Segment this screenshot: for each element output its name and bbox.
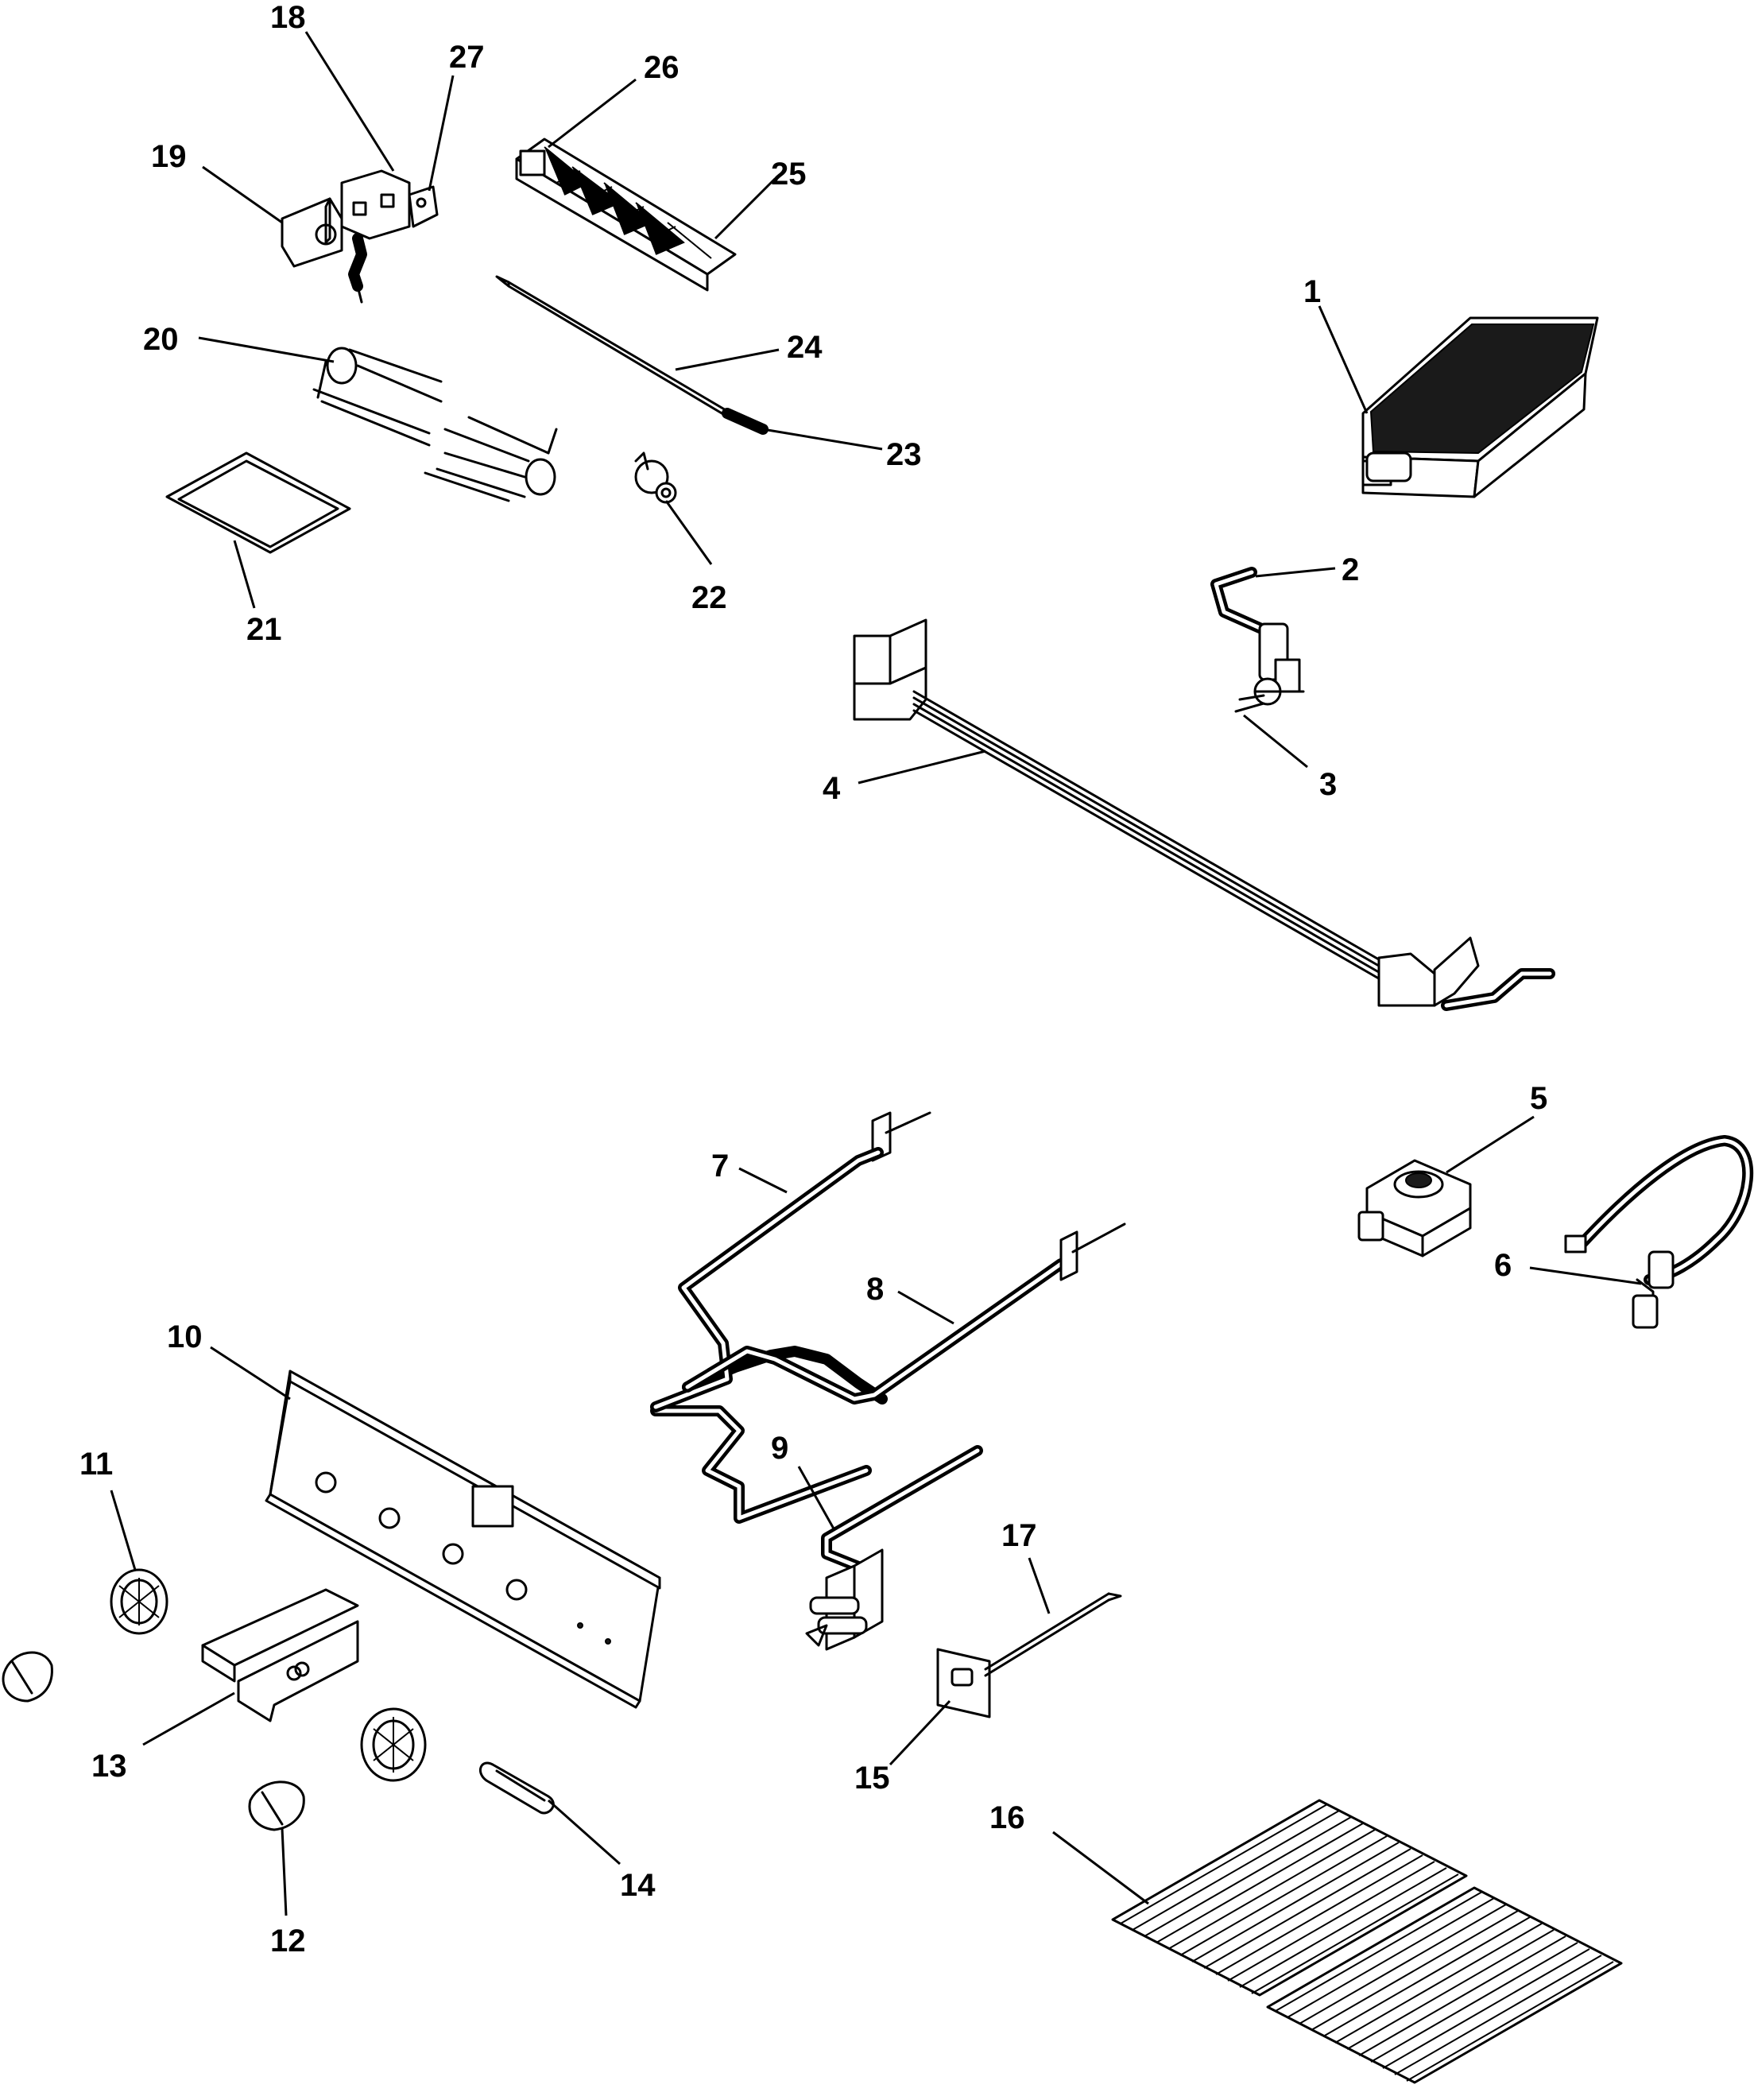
callout-21: 21 (246, 612, 282, 647)
leader-lines (110, 31, 1642, 1916)
part-18-motor-mount (340, 169, 411, 240)
callout-18: 18 (270, 0, 306, 35)
leader-25 (714, 177, 776, 240)
leader-6 (1529, 1266, 1642, 1285)
part-5-regulator (1357, 1159, 1472, 1257)
leader-7 (738, 1167, 788, 1194)
callout-6: 6 (1494, 1248, 1512, 1283)
part-23-spit-handle (722, 408, 769, 435)
part-19-motor-housing (281, 197, 343, 268)
leader-5 (1446, 1115, 1535, 1174)
callout-20: 20 (143, 322, 179, 357)
part-26-burner-clip (519, 149, 546, 176)
leader-8 (897, 1290, 954, 1325)
part-2-3-valve-fitting (1210, 567, 1305, 713)
part-24-spit-rod (495, 275, 733, 420)
part-21-drip-pan (165, 451, 351, 554)
leader-17 (1028, 1557, 1051, 1614)
panel-valve-holes (315, 1471, 611, 1645)
callout-16: 16 (989, 1800, 1025, 1835)
leader-19 (202, 165, 283, 224)
part-6-hose-regulator (1564, 1135, 1754, 1329)
leader-20 (198, 336, 335, 363)
callout-15: 15 (854, 1761, 890, 1796)
callout-26: 26 (644, 50, 680, 85)
part-27-bracket (408, 185, 439, 228)
leader-11 (110, 1490, 137, 1571)
part-7-8-tube-pair (650, 1147, 1126, 1412)
callout-4: 4 (823, 771, 841, 806)
callout-3: 3 (1319, 767, 1337, 802)
leader-22 (664, 500, 713, 565)
part-4-bracket-rail (853, 618, 1555, 1011)
callout-19: 19 (151, 139, 187, 174)
part-20-spit-forks (312, 347, 558, 502)
leader-13 (142, 1691, 235, 1746)
leader-10 (210, 1346, 291, 1401)
leader-14 (548, 1799, 621, 1866)
part-8-burner-tube (682, 1346, 888, 1405)
part-16-cooking-grid-left (1111, 1799, 1468, 1997)
leader-1 (1318, 305, 1369, 414)
part-12-knob (2, 1651, 53, 1703)
part-9-ignitor (805, 1445, 983, 1651)
leader-9 (797, 1466, 836, 1531)
callout-22: 22 (691, 580, 727, 615)
leader-4 (858, 750, 986, 785)
part-17-spit-rod (984, 1592, 1122, 1677)
callout-12: 12 (270, 1924, 306, 1959)
callout-10: 10 (167, 1319, 203, 1354)
callout-11: 11 (79, 1447, 113, 1482)
part-12-knob-second (248, 1780, 305, 1831)
part-10-control-panel (265, 1370, 661, 1709)
part-16-cooking-grid-right (1266, 1886, 1623, 2084)
callout-23: 23 (886, 437, 922, 472)
callout-labels: 1 2 3 4 5 6 7 8 9 10 11 12 13 14 15 16 1… (79, 0, 1547, 1959)
part-15-flange (936, 1648, 991, 1718)
leader-26 (548, 78, 637, 149)
callout-8: 8 (866, 1272, 884, 1307)
leader-18 (304, 31, 395, 172)
part-11-bezel-second (360, 1707, 427, 1782)
callout-25: 25 (771, 157, 807, 192)
leader-16 (1052, 1831, 1149, 1905)
part-11-bezel (110, 1568, 168, 1635)
callout-24: 24 (787, 330, 823, 365)
leader-2 (1255, 567, 1336, 578)
callout-5: 5 (1530, 1081, 1547, 1116)
part-14-button-cap (478, 1761, 555, 1815)
callout-14: 14 (620, 1868, 656, 1903)
part-13-ignitor-module (201, 1588, 359, 1722)
callout-13: 13 (91, 1749, 127, 1784)
callout-2: 2 (1342, 552, 1359, 587)
leader-3 (1243, 714, 1308, 769)
callout-9: 9 (771, 1431, 788, 1466)
callout-1: 1 (1303, 274, 1321, 309)
part-25-rotisserie-burner (515, 138, 737, 292)
leader-21 (233, 540, 256, 609)
part-1-burner-box (1361, 316, 1599, 498)
callout-17: 17 (1001, 1518, 1037, 1553)
motor-power-cord (348, 233, 367, 304)
leader-24 (675, 348, 780, 371)
part-22-bushing (634, 451, 677, 504)
leader-12 (281, 1827, 288, 1916)
callout-27: 27 (449, 40, 485, 75)
leader-15 (889, 1699, 951, 1766)
leader-23 (762, 428, 883, 451)
callout-7: 7 (711, 1149, 729, 1184)
leader-27 (428, 75, 455, 192)
